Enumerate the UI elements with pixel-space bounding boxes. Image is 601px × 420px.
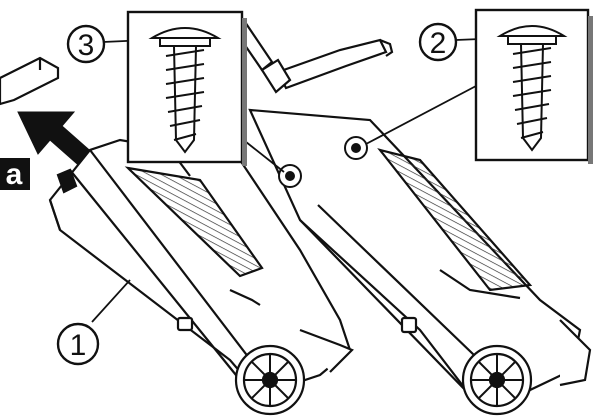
callout-3-label: 3	[78, 29, 95, 62]
screw-icon	[148, 27, 222, 154]
callout-1: 1	[56, 322, 100, 366]
screw-hole-left	[278, 164, 302, 188]
wheel-right	[461, 344, 533, 416]
inset-screw-2	[474, 8, 593, 164]
housing-right	[238, 19, 592, 397]
housing-left	[48, 138, 354, 397]
callout-2-label: 2	[430, 27, 447, 60]
callout-3: 3	[66, 24, 106, 64]
inset-screw-3	[126, 10, 247, 166]
label-a: a	[0, 158, 30, 191]
callout-1-label: 1	[70, 329, 87, 362]
handle-tube	[0, 56, 60, 106]
wheel-left	[234, 344, 306, 416]
leader-lines	[91, 37, 506, 323]
label-a-text: a	[6, 158, 23, 191]
callout-2: 2	[418, 22, 458, 62]
screw-hole-right	[344, 136, 368, 160]
screw-icon	[496, 25, 568, 152]
